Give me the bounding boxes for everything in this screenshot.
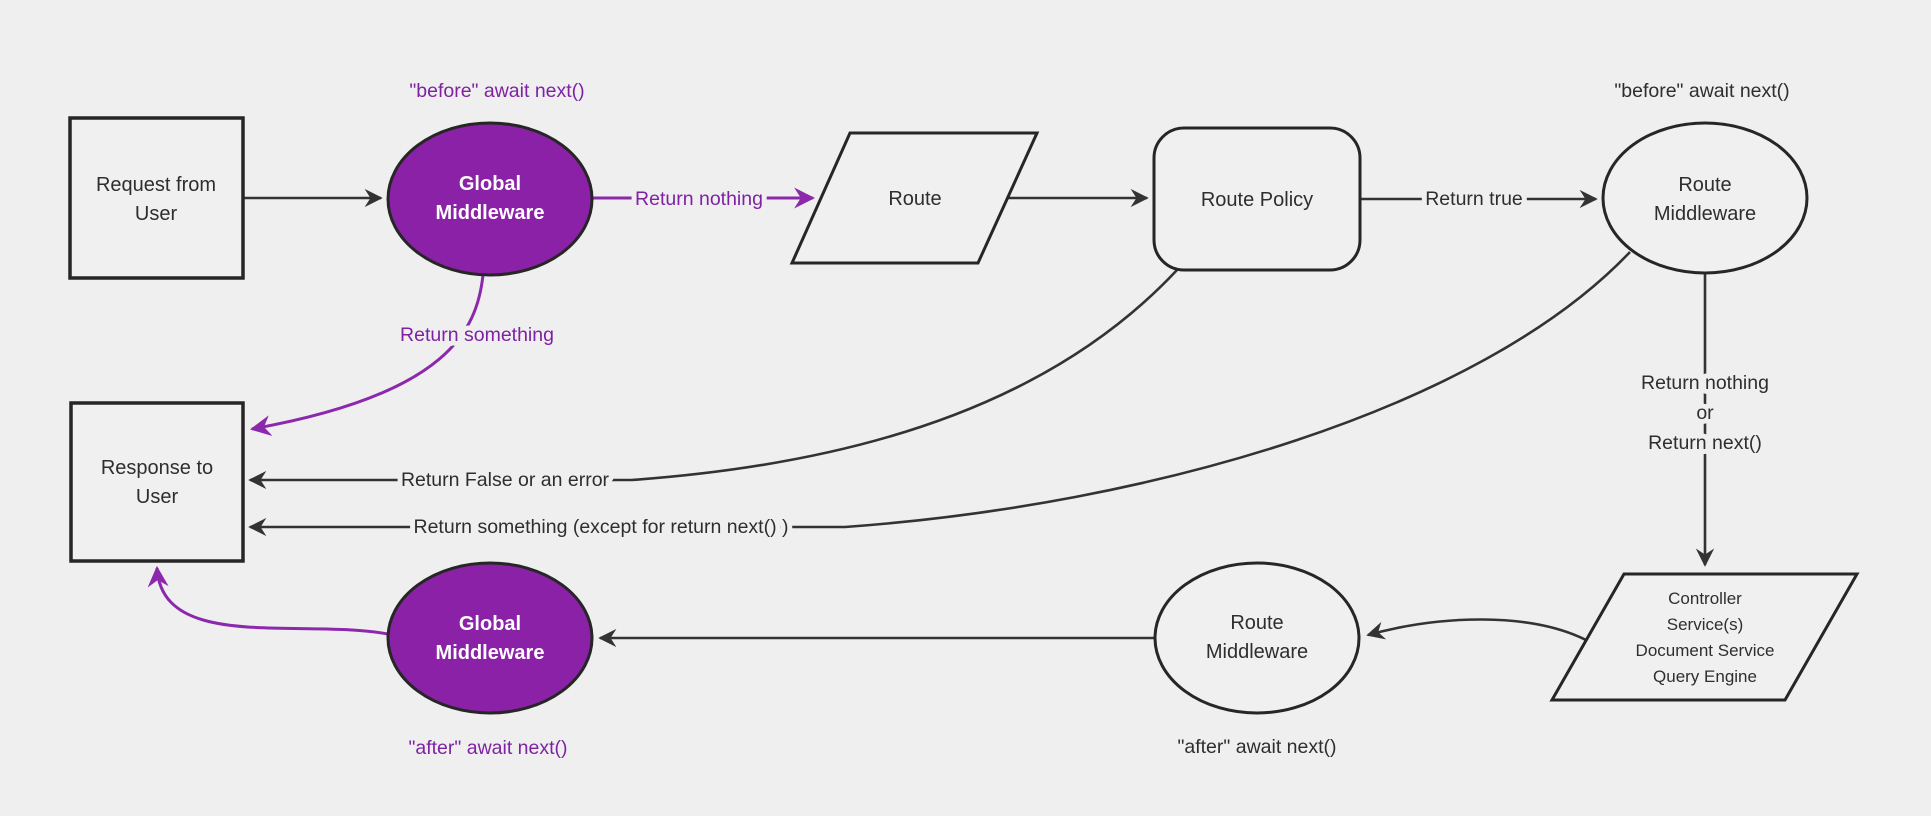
controller-label-line1: Controller xyxy=(1668,589,1742,608)
node-response-to-user: Response to User xyxy=(69,401,245,563)
label-return-nothing-or-line2: or xyxy=(1696,402,1714,424)
edge-global-middleware-return-something-to-response xyxy=(249,274,485,437)
global-middleware-top-ellipse xyxy=(386,121,594,277)
label-after-await-next-global: "after" await next() xyxy=(408,737,567,759)
node-global-middleware-bottom: Global Middleware xyxy=(386,561,594,715)
route-label: Route xyxy=(888,188,941,210)
route-middleware-bottom-label-line2: Middleware xyxy=(1206,641,1308,663)
global-middleware-bottom-label-line2: Middleware xyxy=(436,642,545,664)
response-to-user-label-line1: Response to xyxy=(101,457,213,479)
node-route-middleware-bottom: Route Middleware xyxy=(1153,561,1361,715)
response-to-user-label-line2: User xyxy=(136,486,179,508)
edge-global-middleware-bottom-to-response xyxy=(147,565,389,636)
request-from-user-box xyxy=(68,116,245,280)
label-return-nothing: Return nothing xyxy=(635,188,763,210)
label-return-true: Return true xyxy=(1425,188,1523,210)
node-controller-services: Controller Service(s) Document Service Q… xyxy=(1549,572,1860,702)
response-to-user-box xyxy=(69,401,245,563)
route-middleware-bottom-label-line1: Route xyxy=(1230,612,1283,634)
route-middleware-top-ellipse xyxy=(1601,121,1809,275)
edge-controller-to-route-middleware-bottom xyxy=(1366,618,1587,642)
node-global-middleware-top: Global Middleware xyxy=(386,121,594,277)
label-return-false-or-error: Return False or an error xyxy=(401,469,610,491)
node-route: Route xyxy=(789,131,1040,265)
route-middleware-top-label-line1: Route xyxy=(1678,174,1731,196)
label-before-await-next-global: "before" await next() xyxy=(409,80,584,102)
label-return-nothing-or-line1: Return nothing xyxy=(1641,372,1769,394)
label-return-nothing-or-line3: Return next() xyxy=(1648,432,1762,454)
route-policy-box xyxy=(1152,126,1362,272)
node-request-from-user: Request from User xyxy=(68,116,245,280)
global-middleware-bottom-ellipse xyxy=(386,561,594,715)
node-route-policy: Route Policy xyxy=(1152,126,1362,272)
request-from-user-label-line2: User xyxy=(135,203,178,225)
route-policy-label: Route Policy xyxy=(1201,189,1313,211)
label-return-nothing-or-next: Return nothing or Return next() xyxy=(1636,367,1774,459)
controller-label-line3: Document Service xyxy=(1636,641,1775,660)
global-middleware-top-label-line1: Global xyxy=(459,173,521,195)
label-after-await-next-route: "after" await next() xyxy=(1177,736,1336,758)
route-middleware-top-label-line2: Middleware xyxy=(1654,203,1756,225)
label-return-something-except: Return something (except for return next… xyxy=(414,516,789,538)
controller-label-line4: Query Engine xyxy=(1653,667,1757,686)
label-before-await-next-route: "before" await next() xyxy=(1614,80,1789,102)
node-route-middleware-top: Route Middleware xyxy=(1601,121,1809,275)
edge-route-policy-return-false-to-response xyxy=(248,269,1178,490)
global-middleware-top-label-line2: Middleware xyxy=(436,202,545,224)
route-parallelogram xyxy=(789,131,1040,265)
route-middleware-bottom-ellipse xyxy=(1153,561,1361,715)
request-from-user-label-line1: Request from xyxy=(96,174,216,196)
global-middleware-bottom-label-line1: Global xyxy=(459,613,521,635)
controller-label-line2: Service(s) xyxy=(1667,615,1744,634)
edge-route-middleware-return-something-to-response xyxy=(248,251,1631,537)
controller-services-parallelogram xyxy=(1549,572,1860,702)
label-return-something: Return something xyxy=(400,324,554,346)
